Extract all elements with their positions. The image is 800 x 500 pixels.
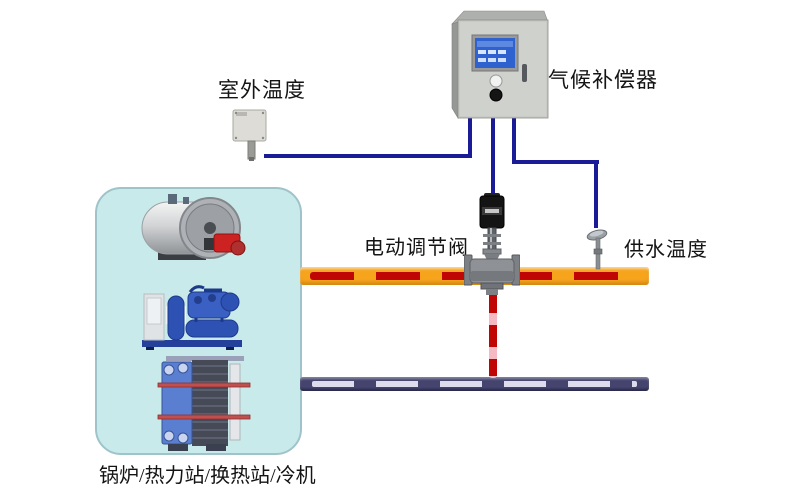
compensator-label: 气候补偿器 xyxy=(548,68,658,92)
wire-outdoor-sensor-horizontal xyxy=(264,154,472,158)
wire-cabinet-to-valve xyxy=(491,117,495,194)
chiller-icon xyxy=(142,285,242,350)
wire-right-horizontal xyxy=(512,160,599,164)
control-valve-label: 电动调节阀 xyxy=(364,237,469,259)
wire-to-supply-sensor xyxy=(594,160,598,228)
plate-heat-exchanger-icon xyxy=(157,356,251,451)
supply-temp-probe-icon xyxy=(586,229,608,270)
compensator-cabinet-icon xyxy=(451,10,549,120)
equipment-caption: 锅炉/热力站/换热站/冷机 xyxy=(99,465,316,487)
wire-cabinet-right-drop xyxy=(512,117,516,164)
cabinet-screen xyxy=(471,34,519,72)
branch-pipe-flow-dashes xyxy=(489,291,497,376)
cabinet-white-knob xyxy=(489,74,503,88)
supply-temp-label: 供水温度 xyxy=(624,239,708,261)
valve-branch-pipe xyxy=(489,289,497,378)
boiler-icon xyxy=(141,194,246,260)
return-pipe xyxy=(300,377,649,391)
motorized-valve-icon xyxy=(464,193,520,295)
outdoor-temp-label: 室外温度 xyxy=(218,78,306,102)
cabinet-black-knob xyxy=(489,88,503,102)
wire-cabinet-left-drop xyxy=(468,117,472,158)
outdoor-temp-sensor-icon xyxy=(232,109,267,161)
return-pipe-flow-dashes xyxy=(312,381,637,387)
cabinet-handle xyxy=(522,64,527,82)
